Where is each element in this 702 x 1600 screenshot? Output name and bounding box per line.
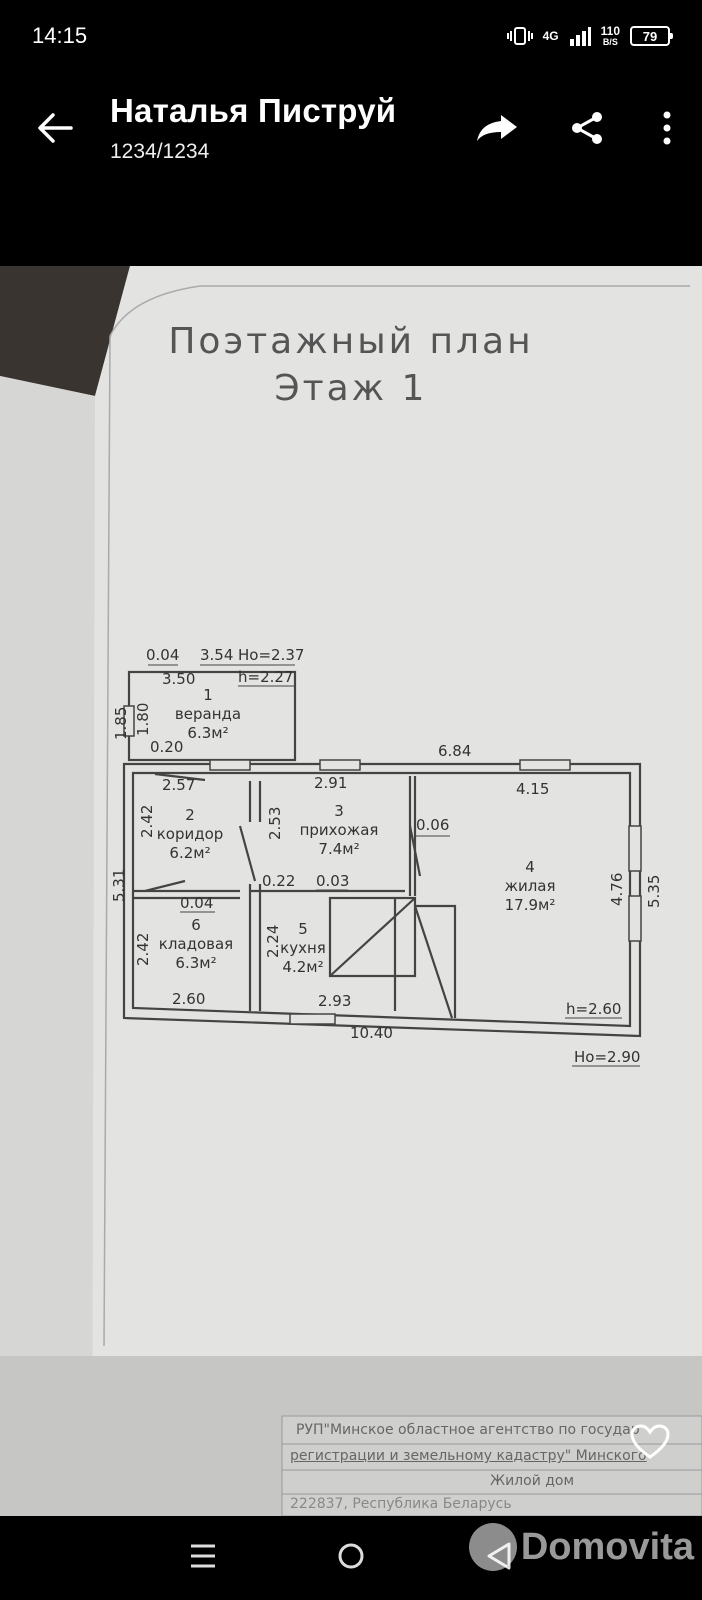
room-number: 6	[191, 916, 201, 934]
dim-label: 0.04	[146, 646, 180, 664]
dim-label: 2.42	[134, 932, 152, 966]
battery-icon: 79	[630, 26, 673, 46]
share-button[interactable]	[542, 72, 632, 184]
back-button[interactable]	[0, 72, 110, 184]
room-veranda: 1 веранда 6.3м²	[172, 686, 244, 743]
dim-label: 2.91	[314, 774, 348, 792]
status-time: 14:15	[32, 23, 88, 48]
more-vert-icon	[663, 111, 671, 145]
dim-label: 2.57	[162, 776, 196, 794]
forward-button[interactable]	[452, 72, 542, 184]
room-number: 5	[298, 920, 308, 938]
room-number: 4	[525, 858, 535, 876]
room-living: 4 жилая 17.9м²	[492, 858, 568, 915]
room-area: 7.4м²	[318, 840, 360, 858]
room-area: 17.9м²	[504, 896, 556, 914]
dim-label: 0.06	[416, 816, 450, 834]
stamp-line: 222837, Республика Беларусь	[290, 1496, 512, 1512]
dim-label: 4.15	[516, 780, 550, 798]
dim-label: 2.53	[266, 806, 284, 840]
heart-icon	[630, 1424, 670, 1459]
vibrate-icon	[506, 26, 533, 46]
room-name: коридор	[156, 825, 224, 843]
arrow-left-icon	[38, 113, 73, 143]
image-counter: 1234/1234	[110, 140, 210, 163]
status-bar: 14:15 4G 110 B/S 79	[0, 0, 702, 72]
room-name: кладовая	[158, 935, 234, 953]
recent-apps-button[interactable]	[189, 1543, 217, 1574]
dim-label: 5.31	[110, 868, 128, 902]
dim-label: Ho=2.37	[238, 646, 305, 664]
menu-icon	[191, 1544, 216, 1567]
room-storage: 6 кладовая 6.3м²	[152, 916, 240, 973]
status-icons: 4G 110 B/S 79	[506, 25, 673, 47]
dim-label: 5.35	[645, 874, 663, 908]
room-name: кухня	[280, 939, 326, 957]
room-number: 1	[203, 686, 213, 704]
plan-floor: Этаж 1	[274, 368, 428, 409]
dim-label: 6.84	[438, 742, 472, 760]
dim-label: 10.40	[350, 1024, 393, 1042]
room-number: 3	[334, 802, 344, 820]
watermark-text: Domovita	[520, 1525, 694, 1568]
sender-name: Наталья Пиструй	[110, 92, 397, 129]
watermark-logo: Domovita	[468, 1512, 694, 1582]
dim-label: Ho=2.90	[574, 1048, 641, 1066]
room-area: 6.2м²	[169, 844, 211, 862]
room-area: 6.3м²	[187, 724, 229, 742]
forward-icon	[477, 115, 517, 141]
room-hallway: 3 прихожая 7.4м²	[296, 802, 382, 859]
floor-plan-drawing	[0, 266, 702, 1516]
dim-label: 2.93	[318, 992, 352, 1010]
signal-icon	[569, 26, 591, 46]
share-icon	[572, 112, 602, 144]
stamp-line: регистрации и земельному кадастру" Минск…	[290, 1448, 647, 1464]
network-type: 4G	[542, 29, 559, 43]
dim-label: 0.20	[150, 738, 184, 756]
room-area: 6.3м²	[175, 954, 217, 972]
room-area: 4.2м²	[282, 958, 324, 976]
title-block: Наталья Пиструй 1234/1234	[110, 92, 452, 164]
watermark-dot-icon	[468, 1523, 517, 1571]
dim-label: 2.60	[172, 990, 206, 1008]
dim-label: 3.50	[162, 670, 196, 688]
dim-label: h=2.27	[238, 668, 294, 686]
room-name: веранда	[174, 705, 242, 723]
photo-viewer[interactable]: Поэтажный план Этаж 1 0.04 3.54 Ho=2.37 …	[0, 266, 702, 1516]
dim-label: 0.03	[316, 872, 350, 890]
app-bar: Наталья Пиструй 1234/1234	[0, 72, 702, 184]
room-name: прихожая	[299, 821, 379, 839]
dim-label: 4.76	[608, 872, 626, 906]
net-speed-unit: B/S	[602, 37, 618, 47]
net-speed-value: 110	[600, 24, 620, 38]
net-speed: 110 B/S	[601, 25, 620, 47]
dim-label: 0.22	[262, 872, 296, 890]
plan-title: Поэтажный план	[168, 321, 534, 362]
stamp-line: Жилой дом	[490, 1473, 575, 1489]
like-button[interactable]	[628, 1420, 672, 1464]
dim-label: h=2.60	[566, 1000, 622, 1018]
room-number: 2	[185, 806, 195, 824]
more-button[interactable]	[632, 72, 702, 184]
dim-label: 0.04	[180, 894, 214, 912]
home-button[interactable]	[336, 1541, 366, 1576]
room-name: жилая	[504, 877, 556, 895]
battery-level: 79	[642, 28, 658, 44]
dim-label: 1.85	[112, 706, 130, 740]
stamp-line: РУП"Минское областное агентство по госуд…	[296, 1422, 640, 1438]
room-corridor: 2 коридор 6.2м²	[152, 806, 228, 863]
dim-label: 3.54	[200, 646, 234, 664]
room-kitchen: 5 кухня 4.2м²	[270, 920, 336, 977]
home-circle-icon	[338, 1543, 364, 1568]
dim-label: 1.80	[134, 702, 152, 736]
